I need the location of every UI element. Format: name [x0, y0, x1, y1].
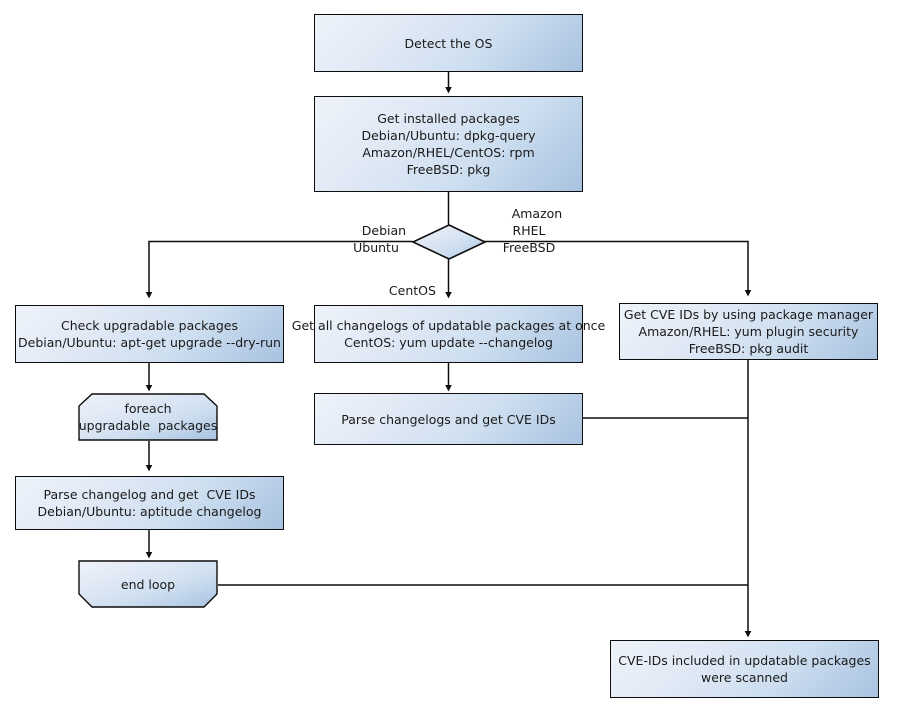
edge-label-amazon-rhel-freebsd-text: Amazon RHEL FreeBSD	[502, 206, 563, 255]
node-os-decision[interactable]	[411, 223, 487, 261]
node-detect-os[interactable]: Detect the OS	[314, 14, 583, 72]
edge-label-centos: CentOS	[373, 265, 436, 316]
node-end-loop[interactable]: end loop	[78, 560, 218, 608]
edge-label-debian-ubuntu-text: Debian Ubuntu	[353, 223, 407, 255]
loop-start-shape	[78, 393, 218, 441]
loop-end-shape	[78, 560, 218, 608]
node-scan-complete-label: CVE-IDs included in updatable packages w…	[618, 653, 871, 685]
node-get-all-changelogs[interactable]: Get all changelogs of updatable packages…	[292, 305, 605, 363]
node-parse-changelogs-cve[interactable]: Parse changelogs and get CVE IDs	[314, 393, 583, 445]
node-parse-changelogs-cve-label: Parse changelogs and get CVE IDs	[341, 411, 556, 427]
node-foreach-loop-start-label: foreach upgradable packages	[78, 401, 218, 433]
node-get-cve-ids-package-manager-label: Get CVE IDs by using package manager Ama…	[623, 307, 874, 356]
edge-label-debian-ubuntu: Debian Ubuntu	[340, 205, 412, 273]
node-parse-changelog-cve[interactable]: Parse changelog and get CVE IDs Debian/U…	[15, 476, 284, 530]
node-scan-complete[interactable]: CVE-IDs included in updatable packages w…	[610, 640, 879, 698]
node-detect-os-label: Detect the OS	[404, 35, 493, 51]
node-get-all-changelogs-label: Get all changelogs of updatable packages…	[291, 318, 606, 350]
node-get-installed-packages[interactable]: Get installed packages Debian/Ubuntu: dp…	[314, 96, 583, 192]
node-check-upgradable-packages-label: Check upgradable packages Debian/Ubuntu:…	[18, 318, 281, 350]
node-parse-changelog-cve-label: Parse changelog and get CVE IDs Debian/U…	[37, 487, 262, 519]
edge-label-centos-text: CentOS	[388, 283, 436, 298]
node-get-cve-ids-package-manager[interactable]: Get CVE IDs by using package manager Ama…	[619, 303, 878, 360]
node-foreach-loop-start[interactable]: foreach upgradable packages	[78, 393, 218, 441]
node-get-installed-packages-label: Get installed packages Debian/Ubuntu: dp…	[361, 111, 536, 177]
edge-label-amazon-rhel-freebsd: Amazon RHEL FreeBSD	[489, 188, 569, 273]
node-check-upgradable-packages[interactable]: Check upgradable packages Debian/Ubuntu:…	[15, 305, 284, 363]
node-end-loop-label: end loop	[120, 576, 176, 592]
